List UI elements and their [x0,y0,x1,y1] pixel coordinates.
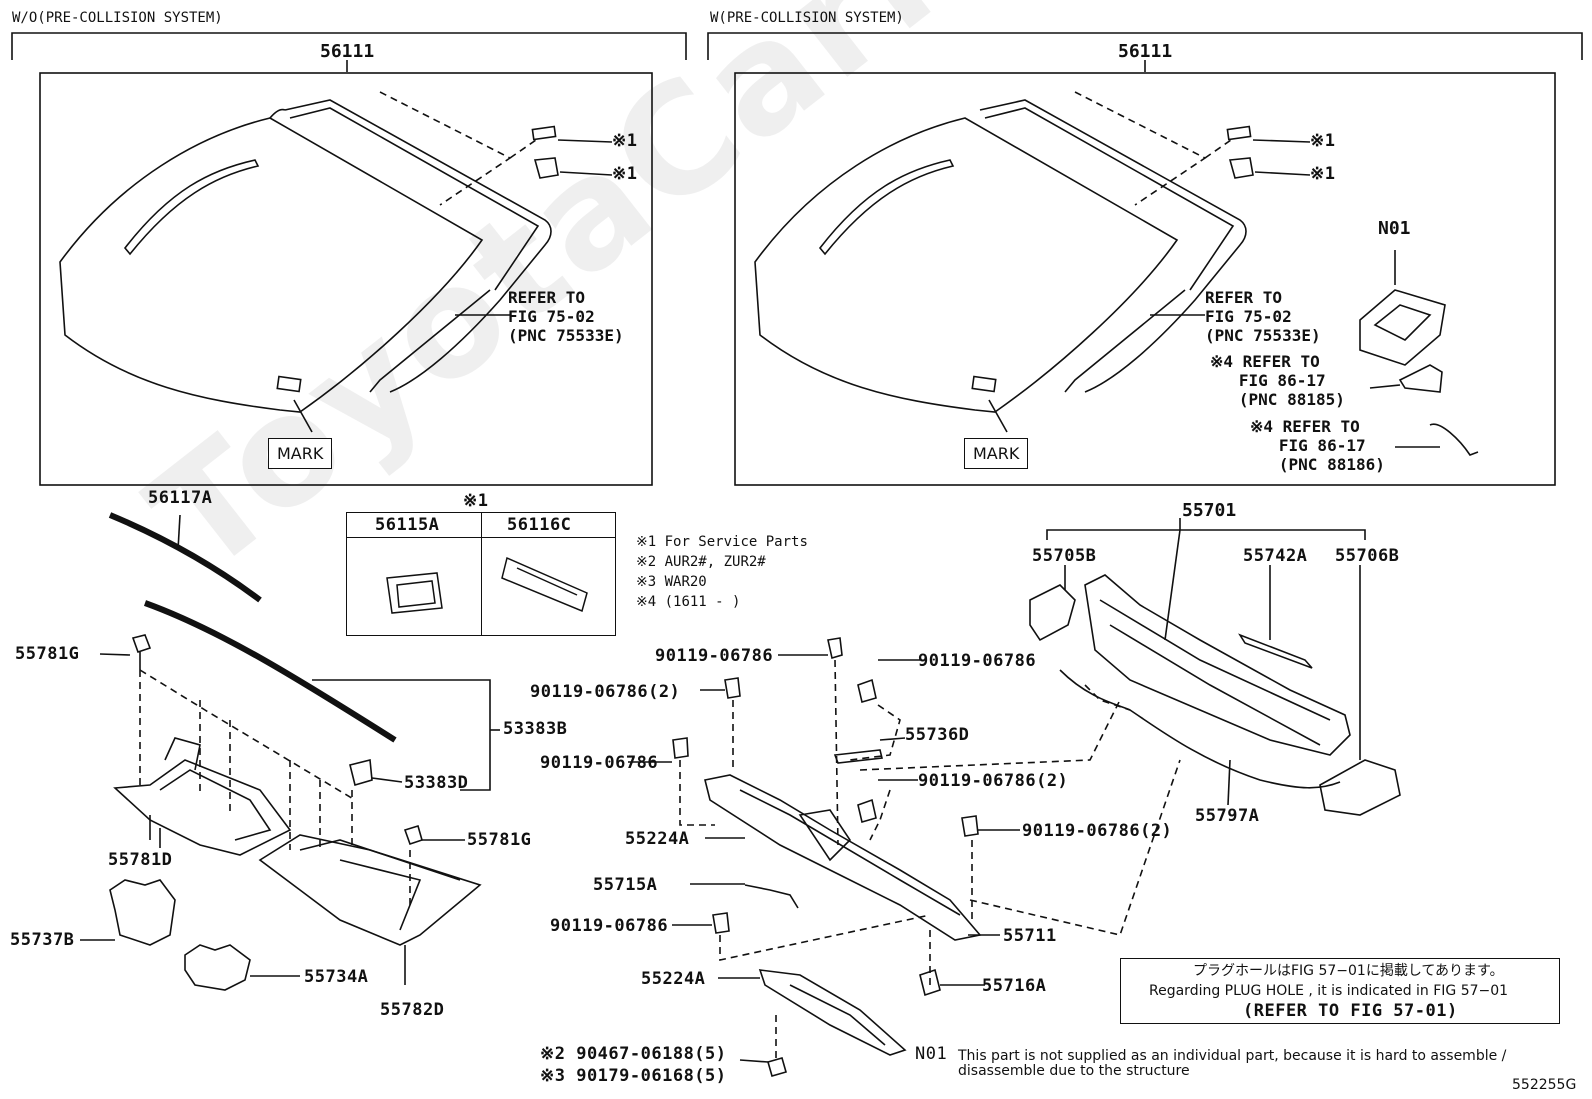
part-55737B: 55737B [10,930,75,950]
part-55736D: 55736D [905,725,970,745]
refer-fig-75-02-right: REFER TO FIG 75-02 (PNC 75533E) [1205,288,1321,345]
part-55224A-b: 55224A [641,969,706,989]
part-56111-left: 56111 [320,41,375,62]
part-56117A: 56117A [148,488,213,508]
n01-note-line2: disassemble due to the structure [958,1063,1190,1079]
clip-90467-06188: ※2 90467-06188(5) [540,1044,727,1064]
footnote-1: ※1 For Service Parts [636,534,808,550]
bolt-90119-06786-2-c: 90119-06786(2) [1022,821,1173,841]
part-55797A: 55797A [1195,806,1260,826]
header-without-pcs: W/O(PRE-COLLISION SYSTEM) [12,10,223,26]
mark-label-left: MARK [268,438,333,469]
service-parts-table: 56115A 56116C [346,512,616,636]
plug-hole-note: プラグホールはFIG 57−01に掲載してあります。 Regarding PLU… [1120,958,1560,1024]
header-with-pcs: W(PRE-COLLISION SYSTEM) [710,10,904,26]
part-55781D: 55781D [108,850,173,870]
part-55781G-b: 55781G [467,830,532,850]
part-55715A: 55715A [593,875,658,895]
part-55224A-a: 55224A [625,829,690,849]
part-55706B: 55706B [1335,546,1400,566]
refer-fig-86-17-88185: ※4 REFER TO FIG 86-17 (PNC 88185) [1210,352,1345,409]
part-55711: 55711 [1003,926,1057,946]
bolt-90119-06786-c: 90119-06786 [540,753,659,773]
n01-note-tag: N01 [915,1044,948,1064]
service-parts-drawings [386,556,588,614]
footnote-3: ※3 WAR20 [636,574,707,590]
part-55701: 55701 [1182,500,1237,521]
service-table-marker: ※1 [463,491,489,511]
part-55742A: 55742A [1243,546,1308,566]
bolt-90119-06786-2-a: 90119-06786(2) [530,682,681,702]
footnote-2: ※2 AUR2#, ZUR2# [636,554,766,570]
figure-id: 552255G [1512,1077,1577,1093]
bolt-90119-06786-a: 90119-06786 [655,646,774,666]
part-55781G-a: 55781G [15,644,80,664]
part-55716A: 55716A [982,976,1047,996]
n01-label: N01 [1378,218,1411,239]
service-col-56116C: 56116C [507,515,572,535]
bolt-90119-06786-d: 90119-06786 [550,916,669,936]
service-note-1-right: ※1 [1310,131,1336,151]
refer-fig-75-02-left: REFER TO FIG 75-02 (PNC 75533E) [508,288,624,345]
plug-hole-en: Regarding PLUG HOLE , it is indicated in… [1149,983,1509,999]
plug-hole-jp: プラグホールはFIG 57−01に掲載してあります。 [1193,963,1504,979]
refer-fig-86-17-88186: ※4 REFER TO FIG 86-17 (PNC 88186) [1250,417,1385,474]
part-56111-right: 56111 [1118,41,1173,62]
bolt-90119-06786-2-b: 90119-06786(2) [918,771,1069,791]
service-note-1b: ※1 [612,164,638,184]
part-53383D: 53383D [404,773,469,793]
service-col-56115A: 56115A [375,515,440,535]
plug-hole-ref: (REFER TO FIG 57-01) [1243,1001,1458,1021]
clip-90179-06168: ※3 90179-06168(5) [540,1066,727,1086]
n01-note-line1: This part is not supplied as an individu… [958,1048,1507,1064]
mark-label-right: MARK [964,438,1029,469]
part-55734A: 55734A [304,967,369,987]
part-55782D: 55782D [380,1000,445,1020]
part-55705B: 55705B [1032,546,1097,566]
service-note-1: ※1 [612,131,638,151]
service-note-1b-right: ※1 [1310,164,1336,184]
part-53383B: 53383B [503,719,568,739]
bolt-90119-06786-b: 90119-06786 [918,651,1037,671]
footnote-4: ※4 (1611 - ) [636,594,741,610]
